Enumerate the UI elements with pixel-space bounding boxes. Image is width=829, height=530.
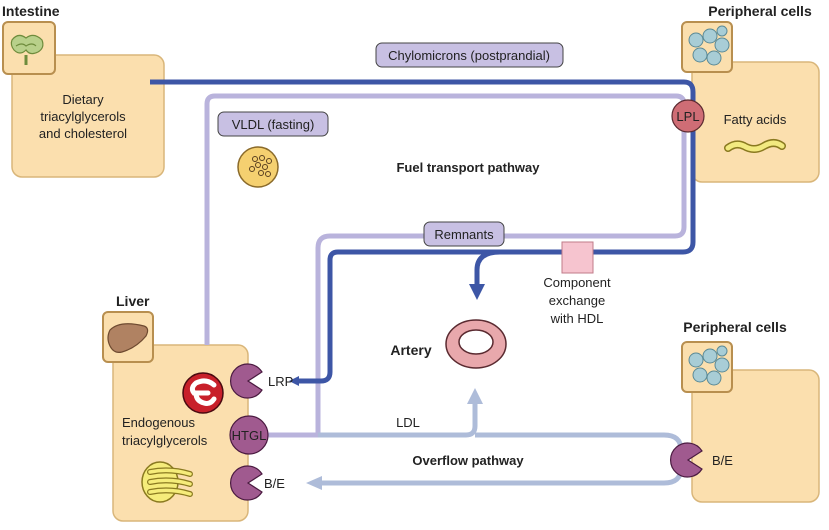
artery-title: Artery [390,342,431,358]
htgl-label: HTGL [232,428,267,443]
vldl-label: VLDL (fasting) [232,117,315,132]
be-liver-label: B/E [264,476,285,491]
artery-branch-arrowhead [469,284,485,300]
cells-icon [681,341,733,393]
liver-text-1: Endogenous [122,415,196,430]
exchange-text-2: exchange [549,293,605,308]
component-exchange-box [561,241,594,274]
intestine-text-2: triacylglycerols [40,109,126,124]
chylomicron-pathway [150,79,696,384]
intestine-icon [2,21,56,75]
liver-text-2: triacylglycerols [122,433,208,448]
exchange-text-3: with HDL [550,311,604,326]
intestine-text-1: Dietary [62,92,104,107]
overflow-arrowhead [306,476,322,490]
apoE-icon [182,372,224,414]
chylomicrons-label-box [375,42,564,68]
fatty-acids-label: Fatty acids [724,112,787,127]
lipid-droplet-icon [141,461,193,503]
lrp-receptor [229,363,263,399]
remnants-label-box [423,221,505,247]
intestine-box [11,54,165,178]
liver-title: Liver [116,293,150,309]
peripheral-top-title: Peripheral cells [708,3,812,19]
artery-branch [474,249,501,290]
remnants-label: Remnants [434,227,494,242]
vldl-label-box [217,111,329,137]
lpl-label: LPL [676,109,699,124]
peripheral-bottom-box [691,369,820,503]
fuel-pathway-label: Fuel transport pathway [396,160,540,175]
be-receptor-peripheral [669,442,703,478]
fatty-acid-icon [725,140,785,152]
peripheral-bottom-title: Peripheral cells [683,319,787,335]
intestine-title: Intestine [2,3,60,19]
intestine-text-3: and cholesterol [39,126,127,141]
vldl-pathway [204,93,687,438]
lpl-enzyme [671,99,705,133]
vldl-particle-icon [237,146,279,188]
overflow-pathway-label: Overflow pathway [412,453,524,468]
htgl-enzyme [229,415,269,455]
ldl-to-artery [318,402,478,438]
exchange-text-1: Component [543,275,611,290]
be-peripheral-label: B/E [712,453,733,468]
be-receptor-liver [229,465,263,501]
lrp-label: LRP [268,374,293,389]
ldl-label: LDL [396,415,420,430]
cells-icon [681,21,733,73]
ldl-artery-arrowhead [467,388,483,404]
liver-icon [102,311,154,363]
artery-icon [445,319,507,369]
chylomicrons-label: Chylomicrons (postprandial) [388,48,550,63]
